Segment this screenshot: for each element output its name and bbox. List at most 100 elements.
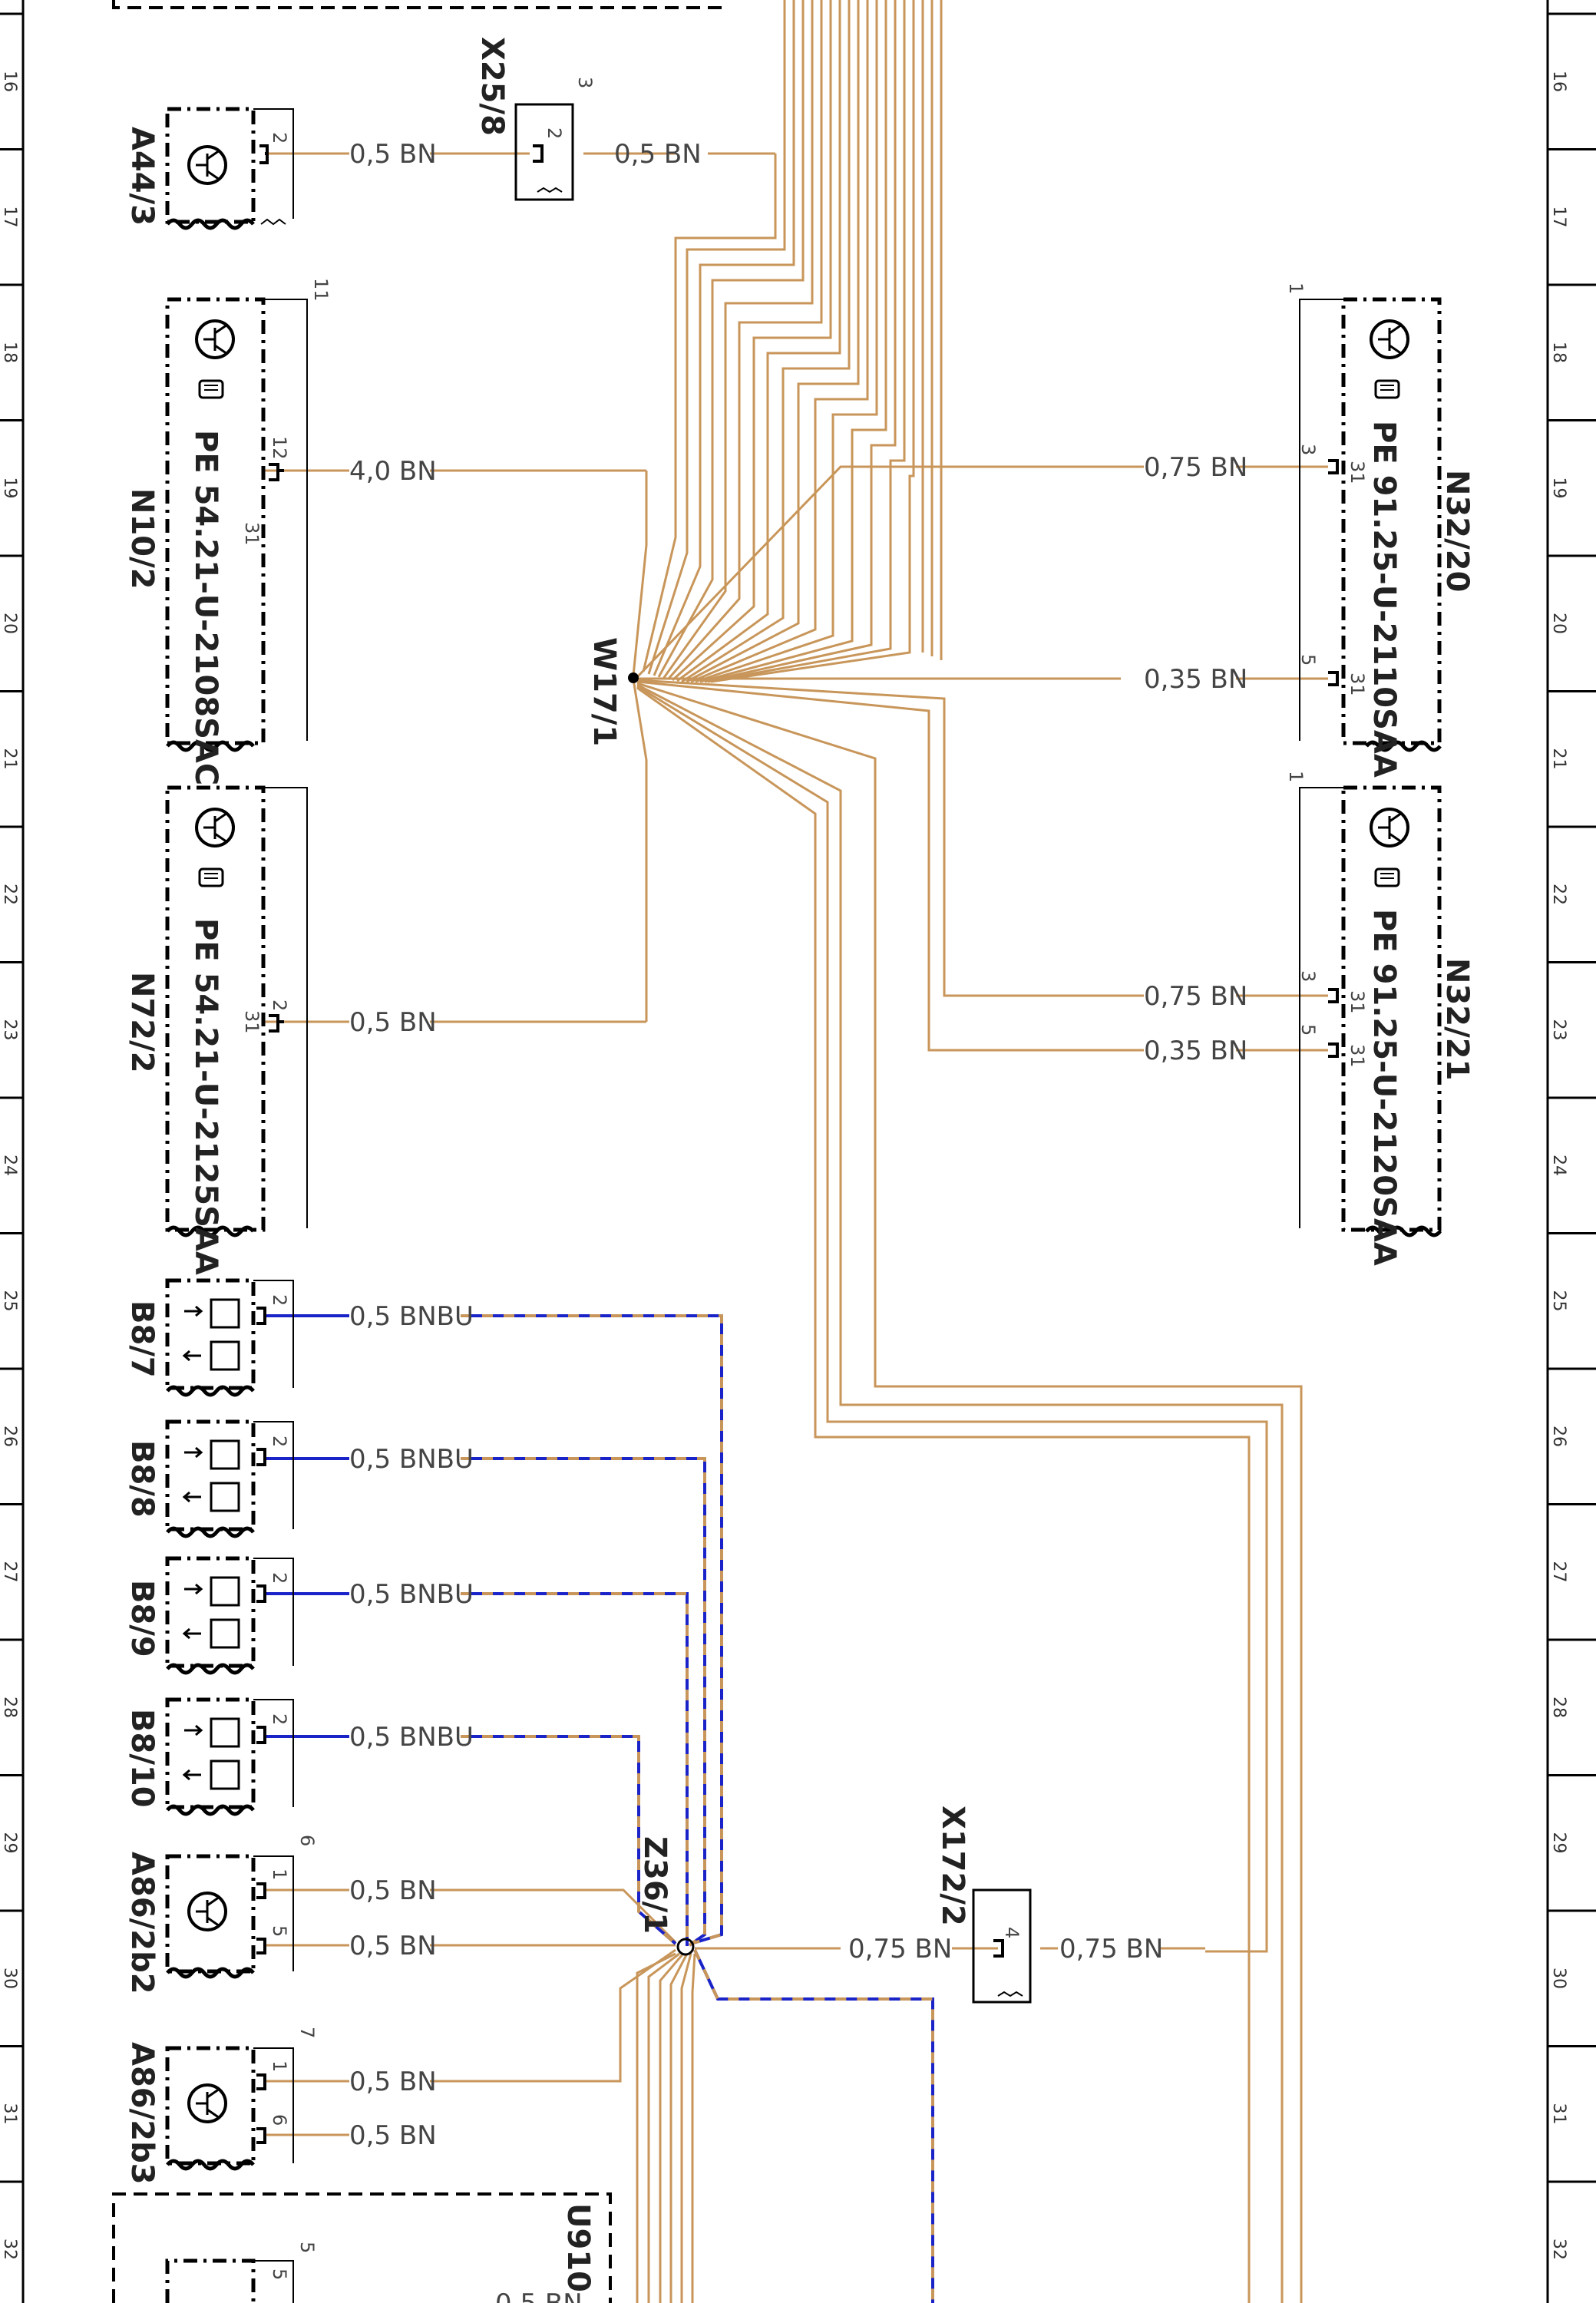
border-number: 25	[0, 1290, 19, 1312]
wire-label: 0,5 BN	[349, 2067, 437, 2097]
sensor-element-icon	[210, 1576, 240, 1607]
part-number: PE 54.21-U-2125SAA	[188, 918, 223, 1275]
component-labels: A44/3 X25/8 N10/2 PE 54.21-U-2108SAC N72…	[124, 37, 1475, 2292]
border-number: 16	[0, 71, 19, 92]
border-number: 19	[0, 477, 19, 499]
border-number: 21	[1549, 748, 1568, 770]
connector-x172-2	[972, 1888, 1032, 2004]
wire-label: 0,75 BN	[1144, 981, 1247, 1012]
wire-label: 0,5 BNBU	[349, 1444, 474, 1475]
hand-pointer-icon	[1374, 379, 1400, 399]
component-id: N32/20	[1439, 470, 1475, 592]
border-number: 24	[1549, 1155, 1568, 1176]
border-number: 18	[1549, 342, 1568, 363]
border-number: 16	[1549, 71, 1568, 92]
pin-number: 31	[241, 522, 263, 546]
sensor-element-icon	[210, 1717, 240, 1748]
wire-label: 0,75 BN	[1059, 1934, 1163, 1964]
border-number: 32	[0, 2239, 19, 2260]
pin-numbers: 2 2 3 12 31 11 2 31 3 5 31 31 1 3 5 31 3…	[241, 77, 1368, 2280]
wire-label: 0,5 BNBU	[349, 1579, 474, 1610]
sensor-element-icon	[210, 1618, 240, 1649]
border-number: 24	[0, 1155, 19, 1176]
splice-points	[628, 672, 695, 1956]
pin-count: 5	[296, 2242, 318, 2253]
wire-label: 0,5 BN	[349, 2120, 437, 2151]
pin-number: 6	[269, 2114, 290, 2126]
wire-label: 0,75 BN	[1144, 452, 1247, 483]
component-id: U910	[560, 2203, 596, 2292]
border-number: 22	[1549, 884, 1568, 905]
pin-number: 31	[1347, 461, 1368, 484]
pin-count: 3	[574, 77, 596, 88]
wire-label: 0,5 BN	[349, 1875, 437, 1906]
border-number: 27	[1549, 1561, 1568, 1583]
pin-count: 1	[1285, 771, 1307, 782]
wire-label: 0,5 BN	[349, 1931, 437, 1961]
component-id: N72/2	[124, 972, 160, 1073]
component-id: B8/7	[124, 1300, 160, 1378]
border-number: 18	[0, 342, 19, 363]
transistor-icon	[1370, 808, 1409, 848]
pin-number: 3	[1297, 970, 1319, 982]
component-id: Z36/1	[637, 1836, 672, 1934]
pin-number: 5	[1297, 1024, 1319, 1036]
sheet-ref: 11	[310, 278, 332, 302]
transistor-icon	[187, 1892, 227, 1931]
transistor-icon	[195, 319, 235, 359]
sensor-element-icon	[210, 1439, 240, 1470]
component-a86-2b2	[165, 1854, 294, 1979]
wire-label: 0,75 BN	[848, 1934, 952, 1964]
wire-label: 0,5 BN	[614, 139, 702, 170]
pin-number: 5	[1297, 654, 1319, 666]
hand-pointer-icon	[1374, 867, 1400, 887]
component-n32-20	[1299, 297, 1442, 752]
component-a44-3	[165, 107, 294, 230]
transistor-icon	[1370, 319, 1409, 359]
component-n32-21	[1299, 785, 1442, 1237]
sensor-element-icon	[210, 1298, 240, 1329]
arrow-icon	[182, 1583, 203, 1640]
sheet-border	[21, 0, 1549, 2303]
pin-number: 4	[1001, 1927, 1023, 1938]
component-id: B8/10	[124, 1709, 160, 1808]
border-number: 28	[0, 1697, 19, 1718]
wire-labels: 0,5 BN 0,5 BN 4,0 BN 0,5 BN 0,75 BN 0,35…	[349, 139, 1247, 2303]
border-number: 28	[1549, 1697, 1568, 1718]
arrow-icon	[182, 1446, 203, 1503]
pin-number: 1	[269, 2060, 290, 2072]
arrow-icon	[182, 1724, 203, 1781]
wire-label: 0,35 BN	[1144, 1036, 1247, 1066]
component-n10-2	[165, 297, 308, 752]
wire-label: 0,5 BN	[349, 139, 437, 170]
component-id: X172/2	[935, 1806, 970, 1926]
border-number: 19	[1549, 477, 1568, 499]
sensor-element-icon	[210, 1340, 240, 1371]
part-number: PE 91.25-U-2110SAA	[1366, 421, 1402, 778]
wire-label: 0,35 BN	[1144, 664, 1247, 695]
border-number: 23	[0, 1019, 19, 1041]
border-number: 17	[1549, 207, 1568, 228]
border-number: 20	[1549, 613, 1568, 634]
sensor-b8-8: 2	[165, 1419, 294, 1538]
pin-number: 2	[269, 1294, 290, 1306]
border-number: 32	[1549, 2239, 1568, 2260]
wire-label: 0,5 BNBU	[349, 1722, 474, 1753]
component-a86-2b3	[165, 2046, 294, 2171]
transistor-icon	[195, 808, 235, 848]
transistor-icon	[187, 2083, 227, 2123]
sensor-b8-10: 2	[165, 1697, 294, 1816]
pin-count: 7	[296, 2027, 318, 2038]
component-id: A86/2b3	[124, 2042, 160, 2185]
pin-number: 5	[269, 2268, 290, 2280]
component-id: A86/2b2	[124, 1852, 160, 1994]
pin-number: 2	[544, 127, 565, 139]
border-number: 26	[1549, 1426, 1568, 1447]
border-number: 23	[1549, 1019, 1568, 1041]
transistor-icon	[187, 145, 227, 185]
wire-label: 0,5 BN	[495, 2288, 583, 2303]
z36-1-splice	[676, 1938, 695, 1956]
